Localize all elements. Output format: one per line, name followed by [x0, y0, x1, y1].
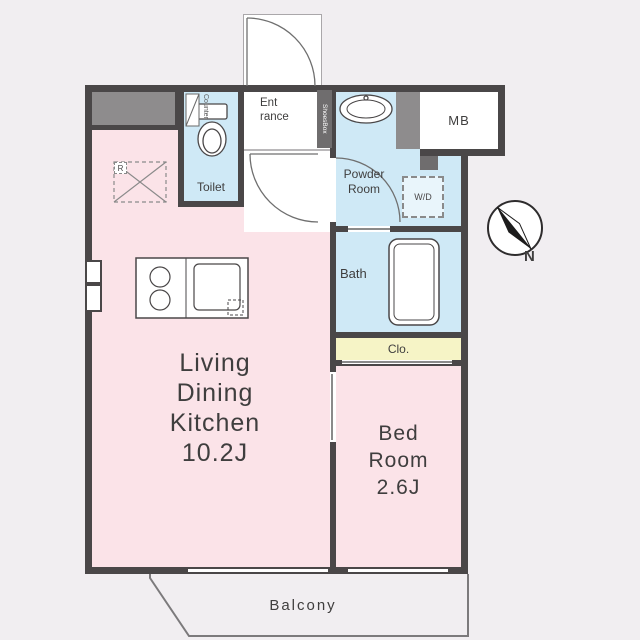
compass-needle [497, 207, 531, 249]
refrigerator-label-box: R [114, 162, 127, 174]
pipe-space-tag [420, 156, 438, 170]
entrance-label-line: Ent [260, 97, 278, 109]
shoes-box: ShoesBox [317, 90, 332, 148]
bath-label: Bath [340, 266, 367, 281]
room-meter-box [420, 92, 498, 149]
meter-box-label: MB [448, 113, 470, 128]
powder-room-label-line: Powder [343, 167, 385, 181]
wall-segment [85, 85, 92, 574]
wall-niche-box [85, 284, 102, 312]
bedroom-label-line: Bed [378, 422, 419, 445]
powder-room-label: Powder Room [332, 167, 396, 197]
wall-segment [461, 149, 468, 574]
washer-dryer-label: W/D [414, 192, 432, 202]
closet-door [342, 361, 452, 363]
wall-segment [498, 85, 505, 156]
washer-dryer-box: W/D [402, 176, 444, 218]
bedroom-label-line: Room [368, 449, 429, 472]
ldk-label-line: Living [179, 349, 251, 377]
shoes-box-label: ShoesBox [321, 104, 328, 134]
compass [487, 200, 543, 256]
wall-segment [178, 92, 184, 207]
powder-doorway [330, 158, 336, 222]
ldk-label-line: Dining [176, 379, 254, 407]
ldk-window [188, 567, 328, 574]
structure-shaft-block [85, 85, 180, 130]
entrance-label-line: rance [260, 111, 289, 124]
entrance-alcove [243, 14, 322, 86]
powder-room-label-line: Room [347, 182, 380, 196]
ldk-label: Living Dining Kitchen 10.2J [120, 348, 310, 468]
bedroom-size-label: 2.6J [376, 476, 421, 499]
compass-needle [496, 206, 532, 250]
bath-sliding-door [348, 228, 390, 230]
counter-label: Counter [201, 94, 209, 119]
compass-circle [487, 200, 543, 256]
room-bedroom [336, 366, 461, 567]
wall-segment [238, 92, 244, 201]
bedroom-label: Bed Room 2.6J [336, 420, 461, 501]
refrigerator-label: R [117, 163, 124, 173]
compass-north-label: N [524, 248, 535, 265]
bedroom-sliding-door [331, 374, 333, 440]
wall-niche-box [85, 260, 102, 284]
wall-segment [420, 149, 505, 156]
room-closet [336, 338, 461, 360]
wall-segment [336, 226, 461, 232]
bedroom-window [348, 567, 448, 574]
entrance-label: Ent rance [260, 96, 310, 125]
balcony-label: Balcony [269, 597, 337, 614]
pipe-shaft-block [396, 92, 420, 149]
ldk-label-line: Kitchen [169, 409, 261, 437]
bedroom-doorway [330, 372, 336, 442]
closet-label: Clo. [387, 342, 410, 356]
toilet-label: Toilet [196, 180, 225, 194]
wall-segment [330, 85, 336, 567]
wall-segment [178, 201, 244, 207]
ldk-size-label: 10.2J [181, 439, 249, 467]
wall-segment [85, 85, 505, 92]
wall-segment [336, 332, 461, 338]
